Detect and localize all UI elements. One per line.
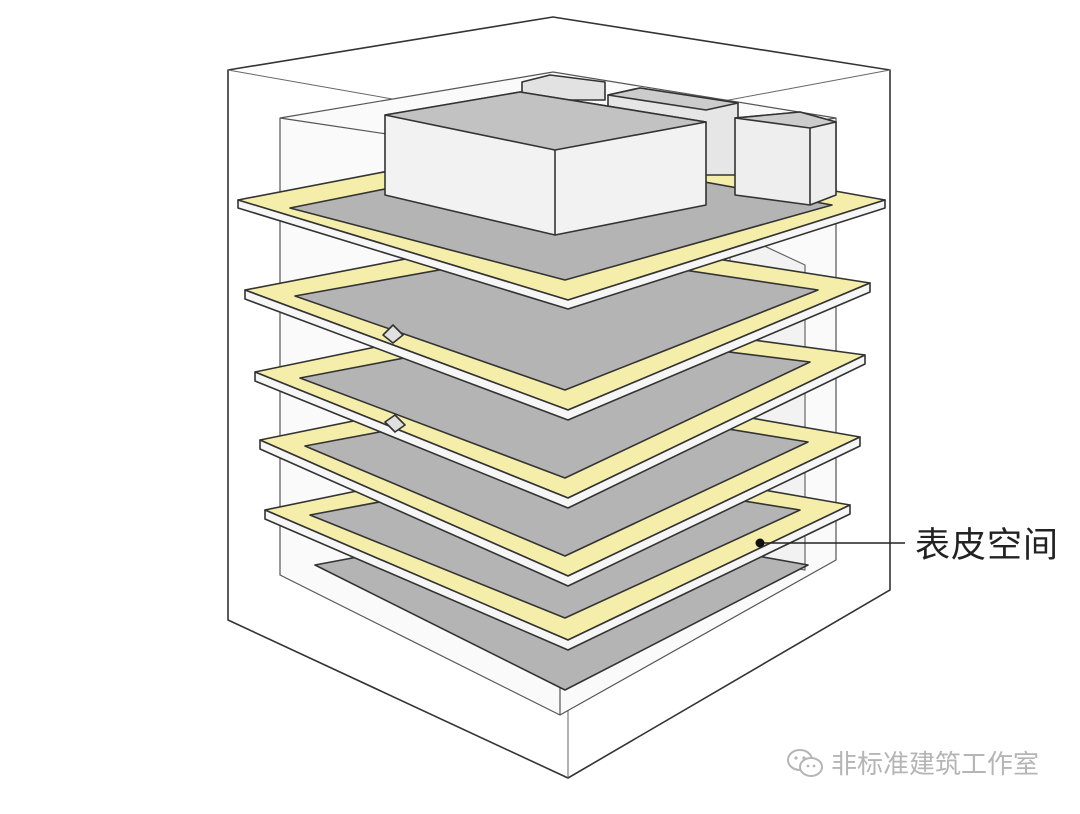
callout-label: 表皮空间 (915, 526, 1060, 566)
callout-leader (755, 538, 905, 548)
watermark: 非标准建筑工作室 (785, 744, 1039, 781)
rooftop-volume-main (384, 91, 707, 236)
rooftop-volume-right (734, 111, 837, 206)
watermark-text: 非标准建筑工作室 (831, 750, 1040, 780)
wechat-icon (787, 748, 823, 777)
